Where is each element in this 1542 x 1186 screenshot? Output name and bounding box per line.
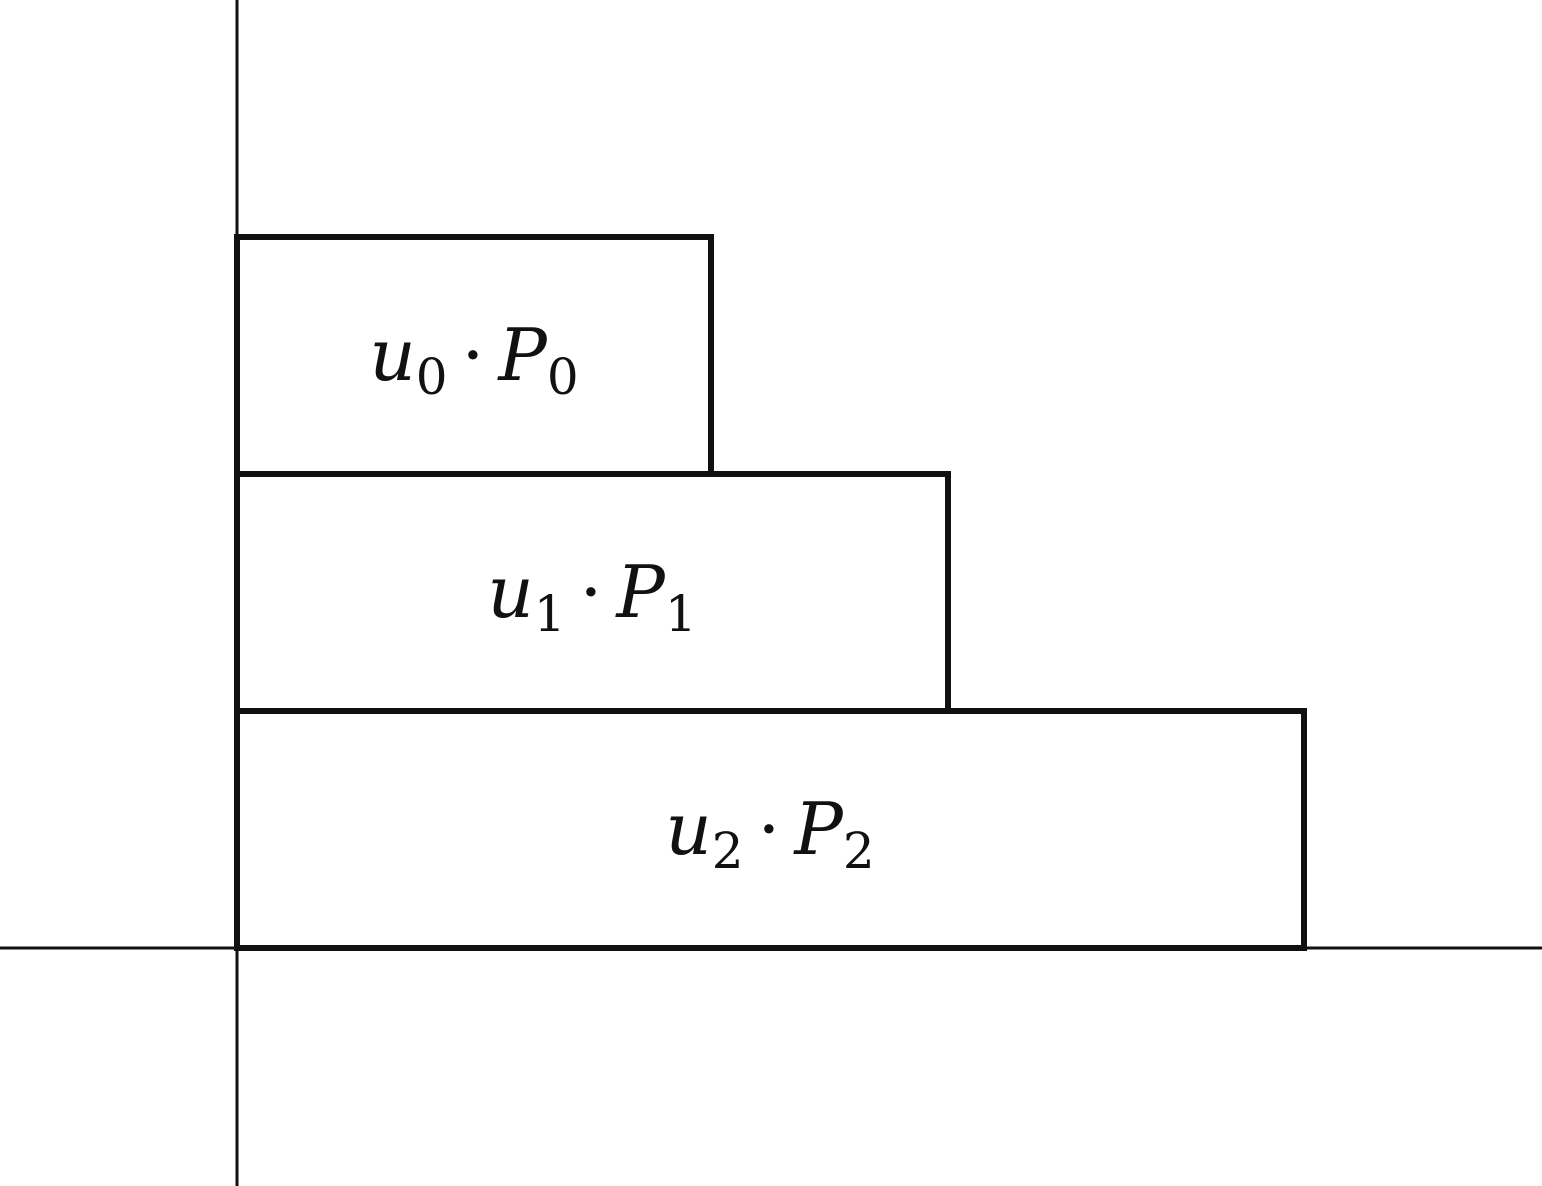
block-1-factor: P	[614, 550, 666, 634]
block-1-factor-sub: 1	[665, 585, 697, 643]
block-2-var: u	[665, 787, 711, 871]
block-2-op: ·	[758, 787, 781, 871]
block-0: u0·P0	[234, 234, 714, 477]
block-0-var: u	[369, 313, 415, 397]
block-2-var-sub: 2	[712, 822, 744, 880]
block-0-label: u0·P0	[369, 313, 578, 406]
block-0-op: ·	[462, 313, 485, 397]
block-2-factor-sub: 2	[843, 822, 875, 880]
block-2-factor: P	[792, 787, 844, 871]
block-1-op: ·	[580, 550, 603, 634]
block-2-label: u2·P2	[665, 787, 874, 880]
block-1-var: u	[487, 550, 533, 634]
block-2: u2·P2	[234, 708, 1307, 951]
block-1-label: u1·P1	[487, 550, 696, 643]
block-0-factor: P	[496, 313, 548, 397]
block-2-rect	[234, 708, 1307, 951]
block-0-var-sub: 0	[416, 348, 448, 406]
block-1-var-sub: 1	[534, 585, 566, 643]
block-0-factor-sub: 0	[547, 348, 579, 406]
block-1: u1·P1	[234, 471, 951, 714]
